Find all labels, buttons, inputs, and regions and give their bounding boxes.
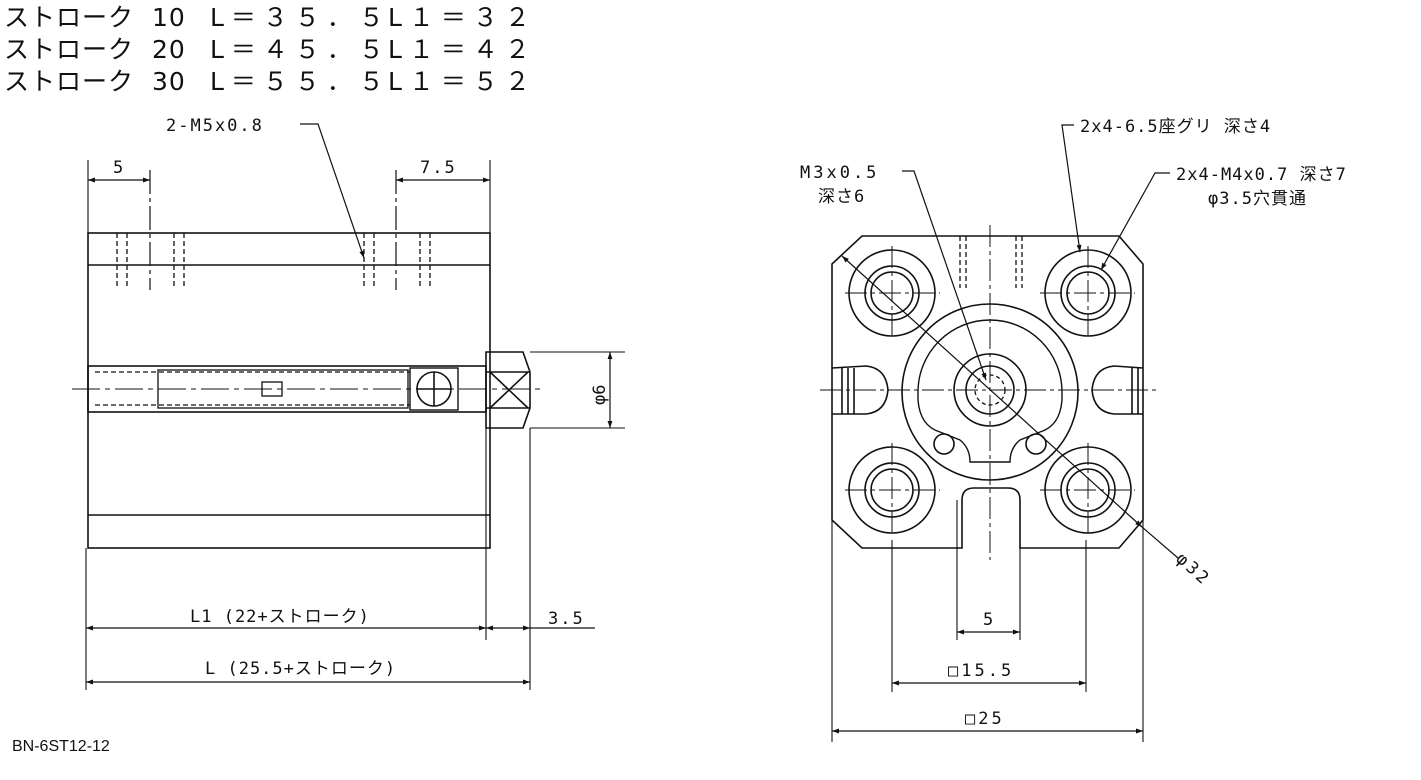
port-note: 2-M5x0.8	[166, 116, 264, 136]
rod-thread-depth: 深さ6	[818, 187, 865, 207]
thru-note: φ3.5穴貫通	[1208, 189, 1307, 209]
front-view	[820, 124, 1179, 742]
dim-label-L: L (25.5+ストローク)	[205, 659, 396, 679]
cylinder-body	[87, 232, 491, 549]
dim-label-5: 5	[113, 158, 123, 178]
dim-label-sq25: □25	[965, 709, 1005, 729]
dim-label-7-5: 7.5	[420, 158, 457, 178]
dim-label-phi32: φ32	[1172, 549, 1215, 590]
counterbore-note: 2x4-6.5座グリ 深さ4	[1080, 117, 1271, 137]
dim-label-3-5: 3.5	[548, 609, 585, 629]
port-hidden-lines	[95, 233, 431, 406]
dim-line-phi32	[841, 255, 1143, 528]
dim-label-sq15-5: □15.5	[948, 661, 1014, 681]
side-view	[72, 123, 625, 690]
dim-label-L1: L1 (22+ストローク)	[190, 607, 370, 627]
port-leader	[300, 123, 365, 259]
dim-label-phi6: φ6	[590, 385, 610, 405]
counterbore-leader	[1061, 124, 1082, 253]
end-plate-outline	[831, 235, 1144, 549]
dim-label-5-front: 5	[983, 610, 993, 630]
thread-note: 2x4-M4x0.7 深さ7	[1176, 165, 1347, 185]
rod-thread-note: M3x0.5	[800, 163, 879, 183]
rod-thread-leader	[902, 170, 987, 381]
thread-leader	[1100, 172, 1170, 271]
model-number: BN-6ST12-12	[12, 738, 110, 755]
